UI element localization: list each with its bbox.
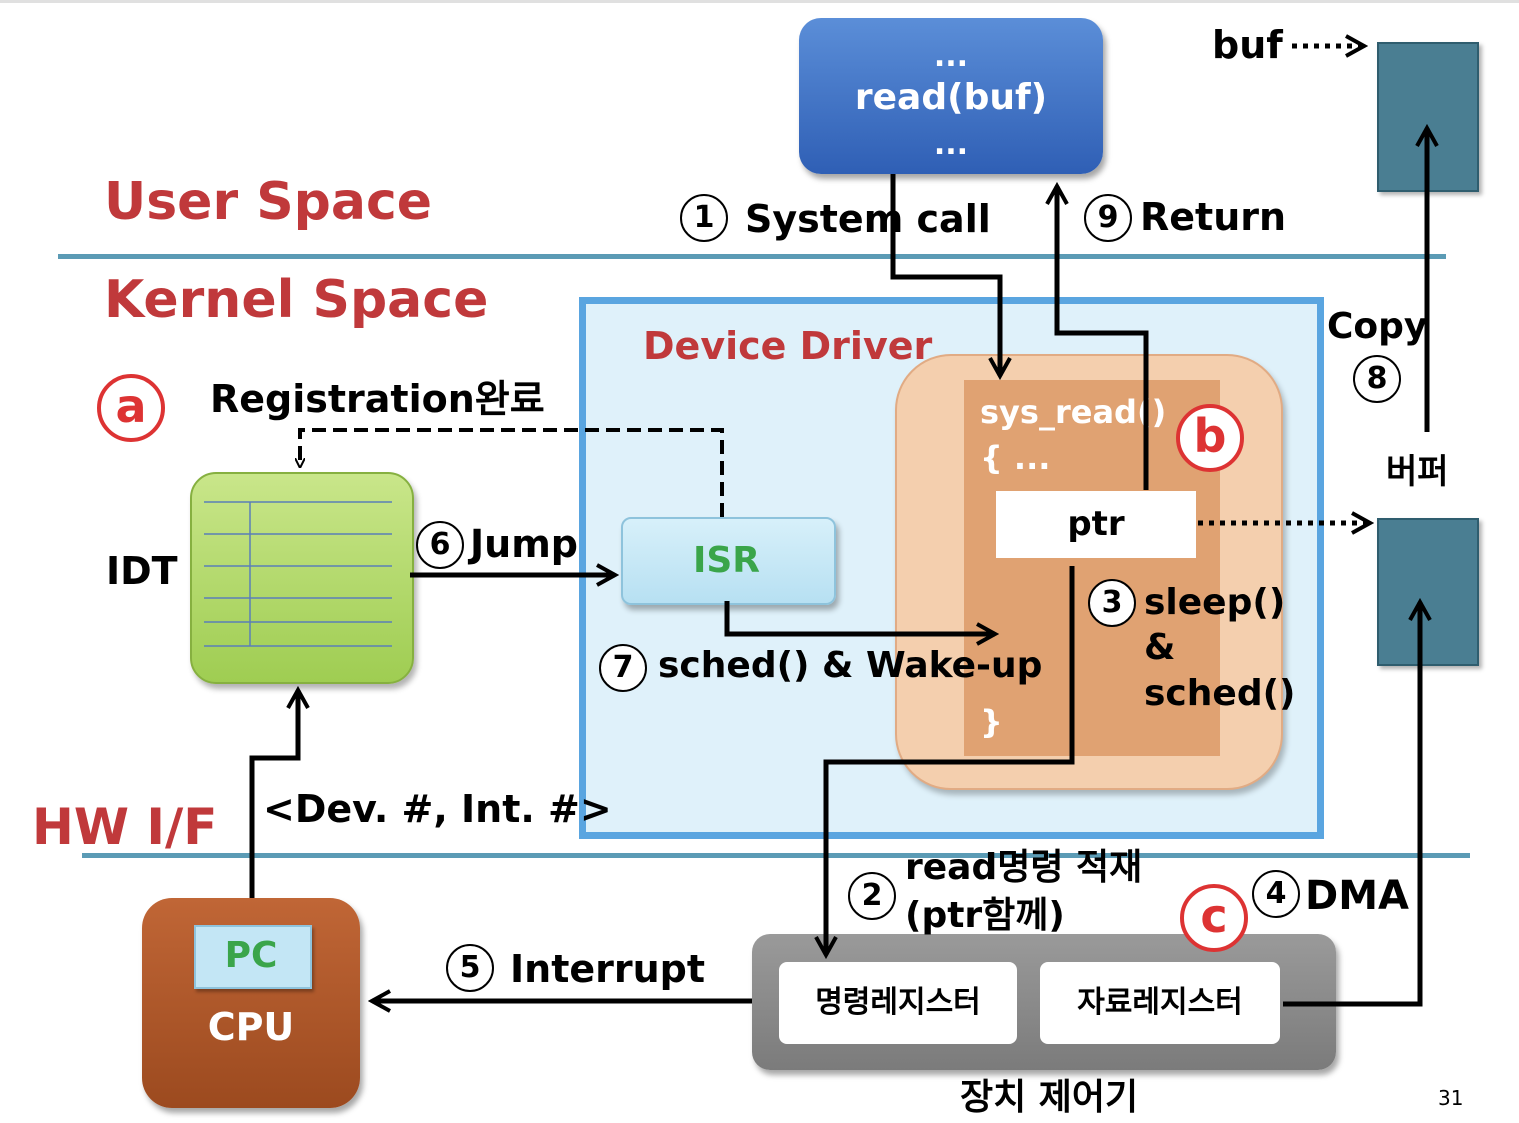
step-1-label: System call (745, 197, 991, 241)
isr-box (621, 517, 836, 605)
badge-b: b (1176, 404, 1244, 472)
sys-read-close: } (980, 703, 1003, 741)
device-driver-title: Device Driver (643, 324, 933, 368)
user-kernel-divider (58, 254, 1446, 259)
read-command-arrow (826, 566, 1075, 955)
registration-dashed-arrow (300, 428, 724, 517)
cpu-to-idt-arrow (249, 690, 298, 898)
idt-label: IDT (106, 549, 178, 593)
command-register: 명령레지스터 (779, 962, 1017, 1044)
step-8-label: Copy (1327, 306, 1428, 347)
user-space-label: User Space (104, 172, 433, 232)
step-2-line1: read명령 적재 (905, 847, 1143, 888)
step-3-line2: & (1144, 627, 1176, 668)
step-3-number: 3 (1088, 579, 1136, 627)
step-7-number: 7 (599, 644, 647, 692)
return-arrow (1057, 186, 1149, 490)
step-5-number: 5 (446, 944, 494, 992)
idt-grid-lines (204, 501, 392, 647)
hw-if-label: HW I/F (32, 798, 218, 856)
user-program-box (799, 18, 1103, 174)
wakeup-arrow (724, 601, 995, 634)
sys-read-line2: { ... (980, 439, 1051, 477)
sys-read-line1: sys_read() (980, 393, 1167, 431)
data-register: 자료레지스터 (1040, 962, 1280, 1044)
user-program-line1: ... (933, 39, 969, 74)
pc-label: PC (224, 935, 278, 976)
user-program-line2: read(buf) (854, 77, 1048, 118)
buf-label: buf (1212, 23, 1283, 67)
system-call-arrow (890, 174, 1000, 376)
step-9-number: 9 (1084, 194, 1132, 242)
user-buffer-block (1377, 42, 1479, 192)
ptr-box: ptr (996, 491, 1196, 558)
pc-register (194, 925, 312, 989)
step-3-line3: sched() (1144, 673, 1296, 714)
step-4-number: 4 (1252, 870, 1300, 918)
step-4-label: DMA (1305, 873, 1409, 919)
device-controller-label: 장치 제어기 (960, 1077, 1139, 1118)
step-8-number: 8 (1353, 355, 1401, 403)
registration-label: Registration완료 (210, 377, 545, 421)
kernel-hw-divider (82, 853, 1470, 858)
dev-int-label: <Dev. #, Int. #> (263, 787, 612, 831)
step-3-line1: sleep() (1144, 582, 1286, 623)
kernel-buffer-label: 버퍼 (1386, 452, 1449, 492)
idt-table (190, 472, 414, 684)
step-9-label: Return (1140, 195, 1287, 239)
kernel-buffer-block (1377, 518, 1479, 666)
step-5-label: Interrupt (510, 947, 706, 991)
step-2-line2: (ptr함께) (905, 895, 1065, 936)
kernel-space-label: Kernel Space (104, 270, 489, 330)
top-border (0, 0, 1519, 3)
step-2-number: 2 (848, 872, 896, 920)
badge-c: c (1180, 884, 1248, 952)
step-6-label: Jump (470, 522, 578, 566)
page-number: 31 (1438, 1086, 1464, 1110)
user-program-line3: ... (933, 127, 969, 162)
badge-a: a (97, 374, 165, 442)
dma-arrow (1283, 602, 1420, 1007)
step-6-number: 6 (416, 521, 464, 569)
step-1-number: 1 (680, 194, 728, 242)
cpu-label: CPU (207, 1005, 295, 1049)
step-7-label: sched() & Wake-up (658, 645, 1043, 686)
isr-label: ISR (692, 540, 761, 581)
